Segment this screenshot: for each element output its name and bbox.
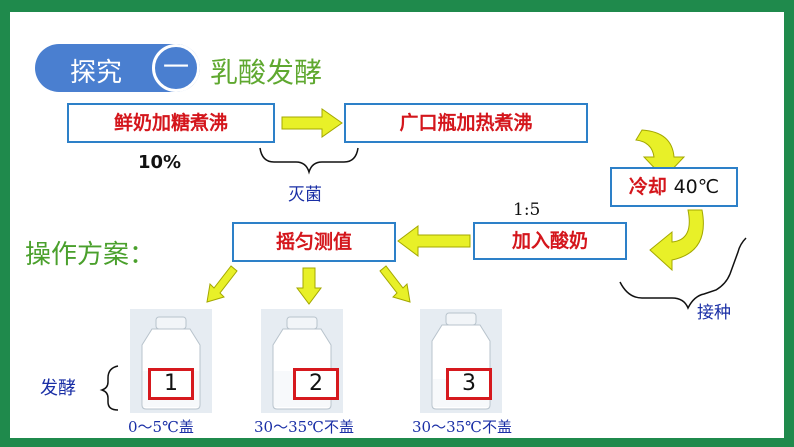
arrow-down-jar3 [379,265,411,303]
jar-1-condition: 0～5℃盖 [128,418,194,436]
jar-3-condition: 30～35℃不盖 [412,418,512,436]
ferment-brace [99,365,119,411]
sugar-percent: 10% [138,152,182,173]
flow-arrows [99,108,747,411]
slide: 探究 一 乳酸发酵 鲜奶加糖煮沸 10% 广口瓶加热煮沸 灭菌 冷却 40℃ 1… [10,12,784,438]
inoculate-brace [619,237,747,310]
section-title: 乳酸发酵 [210,56,323,89]
step-boil-milk: 鲜奶加糖煮沸 [67,103,275,143]
step-heat-jar: 广口瓶加热煮沸 [344,103,588,143]
ratio-label: 1:5 [513,200,541,220]
arrow-down-jar2 [296,267,322,305]
arrow-cool-to-add [649,209,704,272]
pill-label: 探究 [70,58,123,88]
jar-1-number: 1 [148,368,194,400]
pill-number: 一 [162,53,189,83]
arrow-step1-to-step2 [281,108,343,138]
jar-2-condition: 30～35℃不盖 [254,418,354,436]
cool-temp: 40℃ [673,176,720,198]
plan-label: 操作方案： [25,240,156,270]
pill-number-circle [152,44,200,92]
step-add-yogurt: 加入酸奶 [473,222,627,260]
cool-label: 冷却 [628,176,667,198]
sterilize-brace [259,147,359,175]
inoculate-label: 接种 [697,303,731,323]
step-shake-measure: 摇匀测值 [232,222,396,262]
jar-3-number: 3 [446,368,492,400]
sterilize-label: 灭菌 [288,185,322,205]
arrow-add-to-shake [397,225,471,257]
step-cool: 冷却 40℃ [610,167,738,207]
arrow-down-jar1 [206,265,238,303]
ferment-label: 发酵 [40,378,76,399]
jar-2-number: 2 [293,368,339,400]
